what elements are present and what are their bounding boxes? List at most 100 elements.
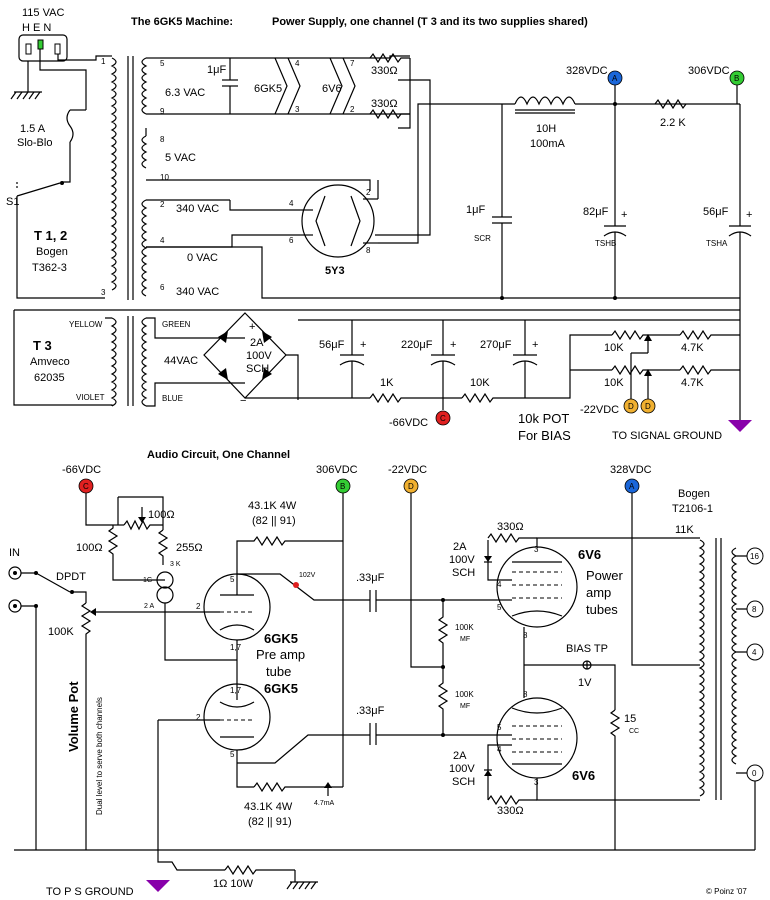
title: The 6GK5 Machine: [131, 16, 233, 28]
pot2-label: 10K [604, 377, 624, 389]
t3-blue: BLUE [162, 394, 183, 403]
pre-tube-label: 6GK5 [264, 631, 298, 646]
coupling-cap-top-label: .33μF [356, 572, 385, 584]
rectifier-5y3: 5Y3 4 6 2 8 [289, 184, 378, 277]
choke-10h: 10H 100mA [514, 96, 576, 150]
res-1-label: 1Ω 10W [213, 878, 254, 890]
tap-4: 4 [752, 648, 757, 657]
res-255: 255Ω [157, 529, 203, 565]
heater-6v6-label: 6V6 [322, 83, 342, 95]
res4-label: 4.7K [681, 377, 704, 389]
t12-part: T362-3 [32, 262, 67, 274]
sch-bot-voltage: 100V [449, 763, 475, 775]
pwr-tube2-label: 6V6 [572, 768, 595, 783]
node-a-audio: 328VDC A [610, 464, 652, 494]
dpdt-label: DPDT [56, 571, 86, 583]
input-jack: IN [8, 547, 22, 613]
bias-cap2-plus: + [450, 339, 456, 351]
plate-current: 4.7mA [314, 800, 335, 807]
filter-res-2k2: 2.2 K [654, 98, 687, 129]
heater-cap: 1μF [207, 58, 238, 114]
node-b-top: 306VDC B [688, 65, 745, 104]
res-15-type: CC [629, 728, 639, 735]
bias-pot-2: 10K [604, 364, 680, 389]
signal-ground-label: TO SIGNAL GROUND [612, 430, 722, 442]
coupling-cap-bot-label: .33μF [356, 705, 385, 717]
lamp-1g: 1G 3 K 2 A [143, 561, 181, 610]
pwr-desc3: tubes [586, 602, 618, 617]
sch-top-type: SCH [452, 567, 475, 579]
grid-res1-value: 100K [455, 623, 474, 632]
pot-note-1: 10k POT [518, 411, 569, 426]
hv-pin4: 4 [160, 236, 165, 245]
mains-voltage: 115 VAC [22, 7, 64, 19]
heater-res-bot: 330Ω [369, 98, 410, 120]
heater-res-top: 330Ω [369, 52, 410, 77]
pre-top-pin17: 1,7 [230, 643, 242, 652]
audio-node-d-letter: D [408, 482, 414, 491]
bias-tp-label: BIAS TP [566, 643, 608, 655]
mains-plug: 115 VAC H E N [18, 7, 68, 62]
res-2k2-label: 2.2 K [660, 117, 686, 129]
heater-6gk5-pin4: 4 [295, 59, 300, 68]
rectifier-label: 5Y3 [325, 265, 345, 277]
bridge-voltage: 100V [246, 350, 272, 362]
sch-diode-top: 2A 100V SCH 330Ω [449, 521, 537, 579]
scr-cap-value: 1μF [466, 204, 485, 216]
t3-part: 62035 [34, 372, 65, 384]
bias-cap3-label: 270μF [480, 339, 512, 351]
choke-value: 10H [536, 123, 556, 135]
plate-res-top: 43.1K 4W (82 || 91) [236, 500, 343, 570]
v-d-label: -22VDC [580, 404, 619, 416]
bias-test-point: BIAS TP 1V [566, 643, 608, 689]
res-100a-label: 100Ω [76, 542, 103, 554]
pwr-desc2: amp [586, 585, 611, 600]
chassis-ground-top [10, 91, 42, 100]
v-b-label: 306VDC [688, 65, 730, 77]
t12-maker: Bogen [36, 246, 68, 258]
ot-part: T2106-1 [672, 503, 713, 515]
audio-v-b: 306VDC [316, 464, 358, 476]
res-100-b: 100Ω [123, 507, 175, 531]
grid-res-1: 100K MF [437, 600, 474, 667]
t3-sec: 44VAC [164, 355, 198, 367]
coupling-cap-top: .33μF [356, 572, 385, 612]
fil-pin9: 9 [160, 107, 165, 116]
node-d-letter-2: D [645, 402, 651, 411]
tap-8: 8 [752, 605, 757, 614]
output-transformer: Bogen T2106-1 11K [672, 488, 738, 800]
bridge-rating: 2A [250, 337, 264, 349]
ot-impedance: 11K [675, 524, 694, 536]
fuse-type: Slo-Blo [17, 137, 52, 149]
power-tube-top: 3 4 5 8 6V6 Power amp tubes [496, 545, 624, 640]
res-100-a: 100Ω [76, 525, 165, 581]
fil-pin5: 5 [160, 59, 165, 68]
node-d-letter-1: D [628, 402, 634, 411]
tsha-label: TSHA [706, 239, 728, 248]
heater-6v6-pin7: 7 [350, 59, 355, 68]
speaker-taps: 16 8 4 0 [746, 547, 764, 782]
rect-pin6: 6 [289, 236, 294, 245]
audio-v-a: 328VDC [610, 464, 652, 476]
transformer-t3: T 3 Amveco 62035 YELLOW VIOLET GREEN BLU… [30, 316, 198, 407]
pwr-top-pin3: 3 [534, 545, 539, 554]
v-c-label: -66VDC [389, 417, 428, 429]
t3-name: T 3 [33, 338, 52, 353]
heater-res-top-label: 330Ω [371, 65, 398, 77]
res3-label: 4.7K [681, 342, 704, 354]
heater-cap-label: 1μF [207, 64, 226, 76]
bias-cap2-label: 220μF [401, 339, 433, 351]
lamp-1g-label: 1G [143, 577, 152, 584]
input-label: IN [9, 547, 20, 559]
pre-bot-pin17: 1,7 [230, 686, 242, 695]
v-a-label: 328VDC [566, 65, 608, 77]
signal-ground: TO SIGNAL GROUND [612, 420, 752, 442]
bias-res-1k: 1K [369, 377, 443, 404]
hv-bot-voltage: 340 VAC [176, 286, 219, 298]
bias-res2-label: 10K [470, 377, 490, 389]
rect-pin4: 4 [289, 199, 294, 208]
subtitle: Power Supply, one channel (T 3 and its t… [272, 16, 588, 28]
t12-pin1: 1 [101, 57, 106, 66]
hv-ct-voltage: 0 VAC [187, 252, 218, 264]
pwr-top-pin5: 5 [497, 603, 502, 612]
